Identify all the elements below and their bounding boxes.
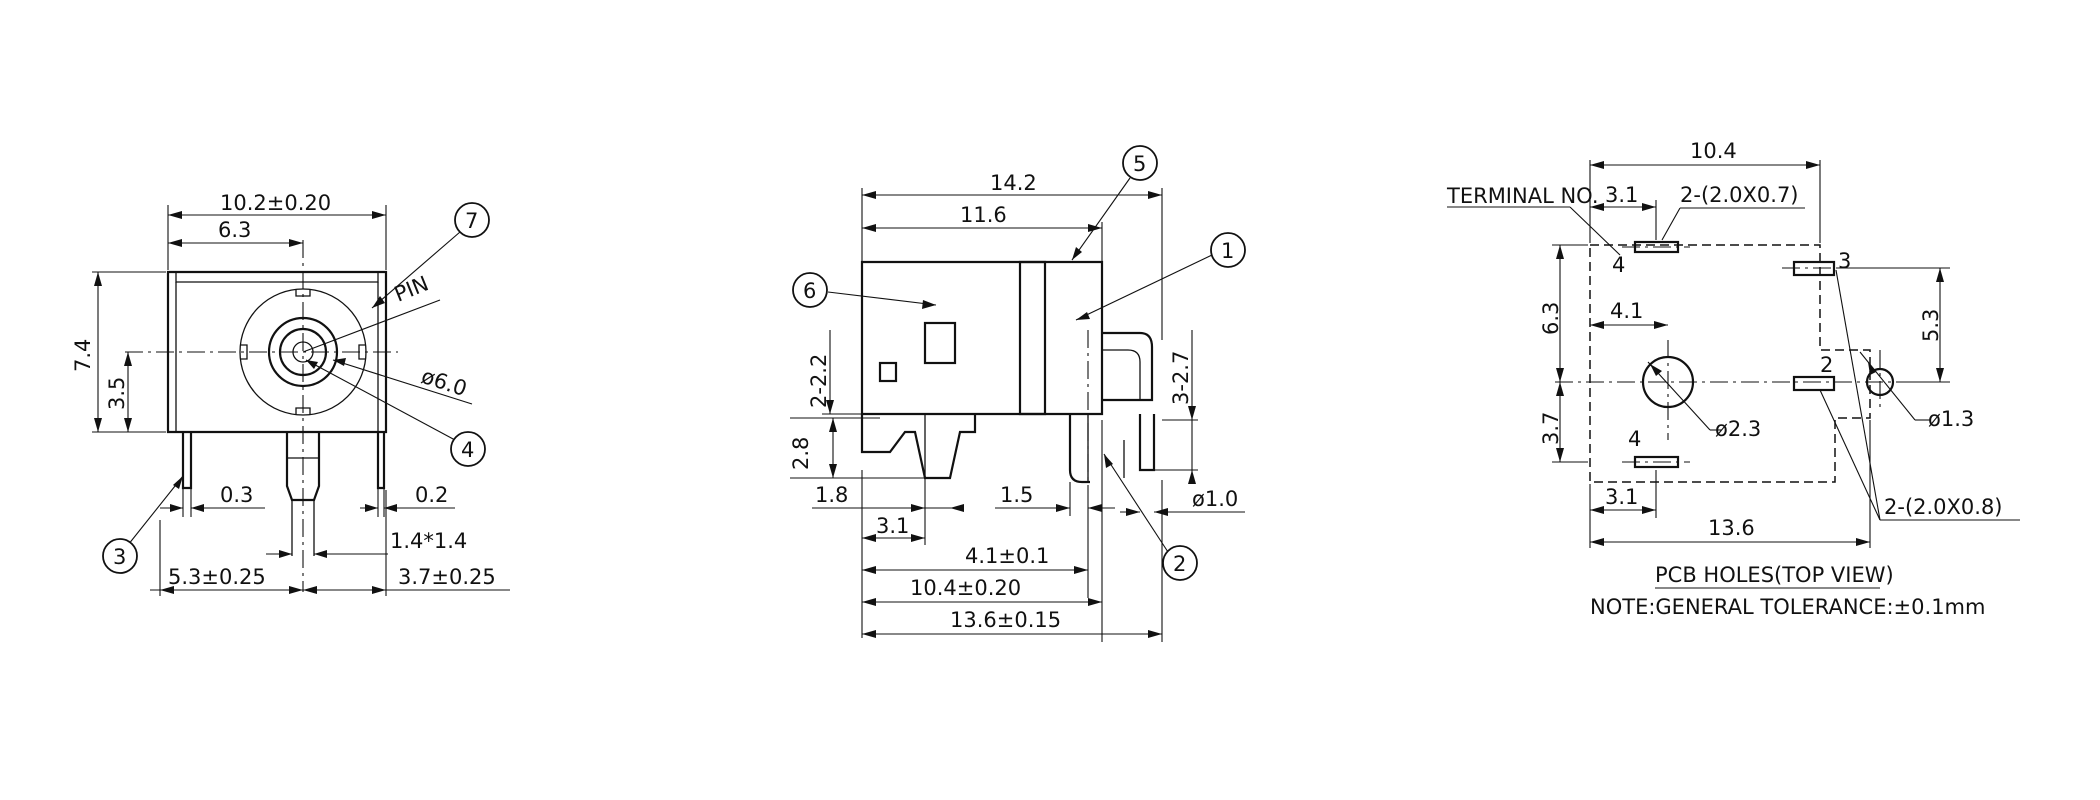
front-dim-0-2: 0.2 xyxy=(415,483,448,507)
front-center-terminal xyxy=(285,432,321,502)
balloon-1-label: 1 xyxy=(1221,239,1234,263)
front-dim-width: 10.2±0.20 xyxy=(220,191,331,215)
front-dim-0-3: 0.3 xyxy=(220,483,253,507)
side-terminal-right xyxy=(1138,414,1156,472)
pcb-dim-dia-2-3: ø2.3 xyxy=(1715,417,1761,441)
front-housing-inner-top xyxy=(175,272,379,283)
pcb-footprint-outline xyxy=(1589,244,1871,483)
front-view: 10.2±0.20 6.3 7.4 3.5 PIN ø6.0 7 4 xyxy=(71,191,510,596)
pcb-terminal-4-bottom: 4 xyxy=(1628,427,1641,451)
side-terminal-2 xyxy=(1068,414,1090,484)
pcb-slot-2 xyxy=(1792,375,1836,392)
side-dim-11-6: 11.6 xyxy=(960,203,1007,227)
front-dim-3-7: 3.7±0.25 xyxy=(398,565,496,589)
side-body-outline xyxy=(860,260,1047,416)
balloon-7 xyxy=(454,202,490,238)
balloon-3 xyxy=(102,538,138,574)
balloon-4-label: 4 xyxy=(461,438,474,462)
side-latch-window xyxy=(923,321,957,365)
side-dim-1-5: 1.5 xyxy=(1000,483,1033,507)
balloon-3-label: 3 xyxy=(113,545,126,569)
front-dim-6-3: 6.3 xyxy=(218,218,251,242)
side-dim-10-4: 10.4±0.20 xyxy=(910,576,1021,600)
balloon-1 xyxy=(1210,232,1246,268)
pcb-hole-2-3 xyxy=(1641,355,1695,409)
side-small-window xyxy=(878,361,898,383)
pcb-terminal-2: 2 xyxy=(1820,353,1833,377)
balloon-2-label: 2 xyxy=(1173,552,1186,576)
front-label-pin: PIN xyxy=(391,271,432,306)
pcb-dim-3-1-top: 3.1 xyxy=(1605,183,1638,207)
pcb-title: PCB HOLES(TOP VIEW) xyxy=(1655,563,1894,587)
side-dim-3-1: 3.1 xyxy=(876,514,909,538)
side-dim-14-2: 14.2 xyxy=(990,171,1037,195)
pcb-view: 10.4 TERMINAL NO. 4 3.1 2-(2.0X0.7) 3 2 … xyxy=(1446,139,2020,619)
front-dim-height: 7.4 xyxy=(71,339,95,372)
side-dim-3-2-7: 3-2.7 xyxy=(1169,351,1193,405)
pcb-slot-top: 2-(2.0X0.7) xyxy=(1680,183,1799,207)
pcb-dim-3-7: 3.7 xyxy=(1539,412,1563,445)
side-dim-2-2: 2-2.2 xyxy=(807,354,831,408)
front-right-terminal xyxy=(376,432,386,490)
pcb-dim-4-1: 4.1 xyxy=(1610,299,1643,323)
pcb-dim-6-3: 6.3 xyxy=(1539,302,1563,335)
side-dim-dia-1-0: ø1.0 xyxy=(1192,487,1238,511)
pcb-terminal-4-top: 4 xyxy=(1612,253,1625,277)
side-front-block xyxy=(1018,260,1104,416)
pcb-slot-bottom: 2-(2.0X0.8) xyxy=(1884,495,2003,519)
balloon-6-label: 6 xyxy=(803,279,816,303)
balloon-6 xyxy=(792,272,828,308)
balloon-2 xyxy=(1162,545,1198,581)
balloon-4 xyxy=(450,431,486,467)
side-nose xyxy=(1102,331,1154,402)
pcb-dim-10-4: 10.4 xyxy=(1690,139,1737,163)
front-housing-outline xyxy=(166,270,388,434)
pcb-hole-1-3 xyxy=(1865,367,1895,397)
side-dim-1-8: 1.8 xyxy=(815,483,848,507)
balloon-5-label: 5 xyxy=(1133,152,1146,176)
pcb-terminal-3: 3 xyxy=(1838,249,1851,273)
side-dim-4-1: 4.1±0.1 xyxy=(965,544,1049,568)
jack-notch-left xyxy=(241,344,248,360)
pcb-dim-5-3: 5.3 xyxy=(1919,309,1943,342)
pcb-dim-13-6: 13.6 xyxy=(1708,516,1755,540)
side-dim-13-6: 13.6±0.15 xyxy=(950,608,1061,632)
side-base xyxy=(860,414,977,480)
front-dim-5-3: 5.3±0.25 xyxy=(168,565,266,589)
side-view: 14.2 11.6 2-2.2 2.8 1.8 3.1 1.5 ø1.0 xyxy=(789,145,1246,642)
side-dim-2-8: 2.8 xyxy=(789,437,813,470)
front-dim-pin-size: 1.4*1.4 xyxy=(390,529,467,553)
balloon-5 xyxy=(1122,145,1158,181)
pcb-dim-3-1-bottom: 3.1 xyxy=(1605,485,1638,509)
pcb-dim-dia-1-3: ø1.3 xyxy=(1928,407,1974,431)
front-dim-3-5: 3.5 xyxy=(105,377,129,410)
front-left-terminal xyxy=(181,432,193,490)
pcb-label-terminal-no: TERMINAL NO. xyxy=(1446,184,1599,208)
pcb-note: NOTE:GENERAL TOLERANCE:±0.1mm xyxy=(1590,595,1985,619)
balloon-7-label: 7 xyxy=(465,209,478,233)
